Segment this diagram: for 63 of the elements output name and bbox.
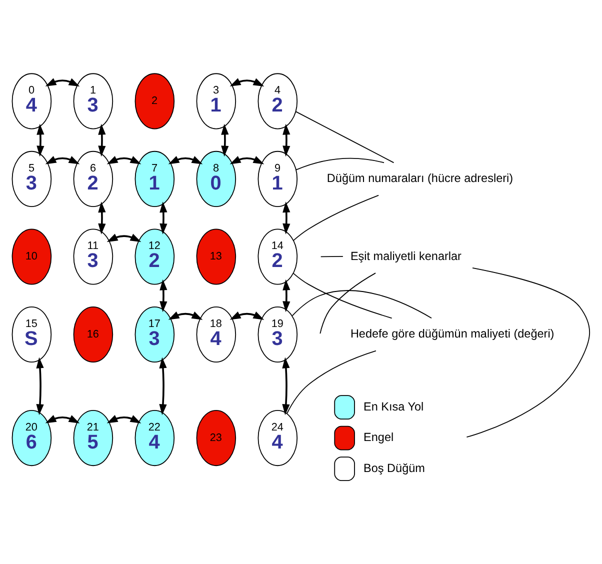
arrow bbox=[230, 155, 264, 164]
connector bbox=[292, 272, 392, 318]
arrow bbox=[98, 123, 106, 156]
node-ellipse: 3 1 bbox=[196, 72, 236, 129]
node-ellipse: 2 bbox=[134, 72, 175, 129]
node-ellipse: 8 0 bbox=[196, 150, 236, 206]
node-ellipse: 4 2 bbox=[258, 72, 298, 129]
node-ellipse: 14 2 bbox=[258, 228, 298, 284]
node-text: Eşit maliyetli kenarlar bbox=[350, 249, 462, 262]
connector bbox=[295, 110, 394, 163]
node-ellipse: 22 4 bbox=[134, 410, 175, 466]
arrow bbox=[36, 356, 44, 415]
connector bbox=[320, 256, 344, 257]
arrow bbox=[98, 201, 106, 234]
arrow bbox=[230, 78, 264, 86]
connector bbox=[286, 350, 376, 414]
node-ellipse: 21 5 bbox=[73, 410, 114, 466]
node-ellipse: 19 3 bbox=[258, 306, 298, 362]
arrow bbox=[282, 356, 290, 415]
connector bbox=[293, 194, 380, 240]
node-ellipse: 10 bbox=[12, 228, 52, 284]
node-ellipse: 1 3 bbox=[73, 72, 114, 129]
legend-label: Engel bbox=[364, 430, 394, 444]
connector bbox=[292, 290, 432, 318]
node-ellipse: 7 1 bbox=[134, 150, 175, 206]
node-ellipse: 15 S bbox=[12, 306, 52, 362]
node-ellipse: 13 bbox=[196, 228, 236, 284]
arrow bbox=[168, 155, 203, 164]
arrow bbox=[159, 356, 167, 415]
node-text: Hedefe göre düğümün maliyeti (değeri) bbox=[350, 327, 554, 340]
arrow bbox=[106, 233, 142, 242]
node-ellipse: 5 3 bbox=[12, 150, 52, 206]
legend-label: En Kısa Yol bbox=[364, 400, 424, 413]
node-ellipse: 0 4 bbox=[12, 72, 52, 129]
node-text: Düğüm numaraları (hücre adresleri) bbox=[326, 172, 514, 185]
arrow bbox=[106, 414, 142, 423]
node-ellipse: 9 1 bbox=[258, 150, 298, 206]
connector bbox=[296, 157, 384, 170]
arrow bbox=[282, 201, 290, 234]
arrow bbox=[160, 201, 168, 234]
arrow bbox=[45, 414, 80, 423]
arrow bbox=[221, 123, 229, 156]
arrow bbox=[106, 155, 142, 164]
arrow bbox=[282, 123, 290, 156]
arrow bbox=[45, 155, 80, 164]
node-ellipse: 6 2 bbox=[73, 150, 114, 206]
arrow bbox=[230, 310, 264, 320]
node-ellipse: 20 6 bbox=[12, 410, 52, 466]
arrow bbox=[36, 123, 44, 156]
connector bbox=[320, 272, 376, 334]
node-ellipse: 17 3 bbox=[134, 306, 175, 362]
node-ellipse: 16 bbox=[73, 306, 114, 362]
arrow bbox=[282, 278, 290, 312]
node-ellipse: 24 4 bbox=[258, 410, 298, 466]
node-ellipse: 18 4 bbox=[196, 306, 236, 362]
arrow bbox=[160, 278, 168, 312]
connector bbox=[466, 266, 590, 438]
node-ellipse: 23 bbox=[196, 410, 236, 466]
node-ellipse: 12 2 bbox=[134, 228, 175, 284]
arrow bbox=[168, 310, 203, 320]
node-ellipse: 11 3 bbox=[73, 228, 114, 284]
arrow bbox=[45, 78, 80, 86]
legend-label: Boş Düğüm bbox=[364, 461, 425, 474]
